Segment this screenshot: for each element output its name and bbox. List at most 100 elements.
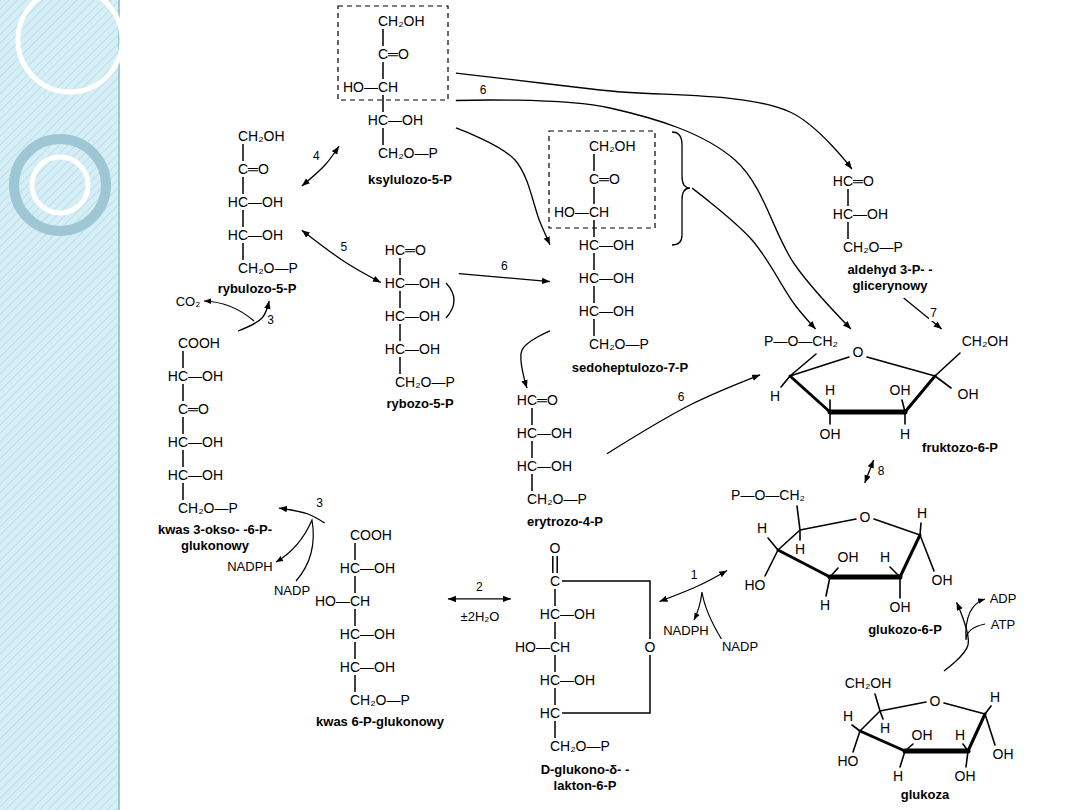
molecule: HC═OHC—OHCH₂O—Paldehyd 3-P- -glicerynowy xyxy=(829,169,944,298)
formula-text: H xyxy=(820,597,830,613)
bond xyxy=(554,654,556,674)
reaction-arrow xyxy=(692,188,815,329)
bond xyxy=(182,449,184,469)
bond xyxy=(399,323,401,343)
formula-text: CH₂O—P xyxy=(238,260,298,276)
molecule-name: ksylulozo-5-P xyxy=(368,172,452,188)
molecule: CH₂OHC═OHO—CHHC—OHCH₂O—Pksylulozo-5-P xyxy=(339,9,456,192)
dashed-frame xyxy=(338,6,448,100)
molecule: COOHHC—OHC═OHC—OHHC—OHCH₂O—Pkwas 3-okso-… xyxy=(151,331,279,558)
molecule: HC═OHC—OHHC—OHCH₂O—Perytrozo-4-P xyxy=(513,388,607,534)
formula-text: HC—OH xyxy=(340,560,395,576)
ring-ornament xyxy=(18,0,122,92)
molecule: COOHHC—OHHO—CHHC—OHHC—OHCH₂O—Pkwas 6-P-g… xyxy=(311,523,448,734)
step-number: 3 xyxy=(266,313,275,328)
bond xyxy=(182,350,184,370)
formula-text: COOH xyxy=(178,335,220,351)
formula-text: CH₂OH xyxy=(238,128,285,144)
formula-text: H xyxy=(757,520,767,536)
bond xyxy=(182,383,184,403)
side-band xyxy=(0,0,122,810)
formula-text: H xyxy=(917,505,927,521)
bond xyxy=(354,575,356,595)
formula-text: C═O xyxy=(378,46,409,62)
molecule: CH₂OHC═OHO—CHHC—OHHC—OHHC—OHCH₂O—Psedohe… xyxy=(550,134,692,380)
band-edge xyxy=(118,0,120,810)
formula-text: O xyxy=(930,693,941,709)
formula-text: HC—OH xyxy=(168,368,223,384)
bond xyxy=(593,285,595,305)
formula-text: HC xyxy=(540,705,560,721)
formula-text: OH xyxy=(820,426,841,442)
molecule: P—O—CH₂OHHHOHHOHHOHOHglukozo-6-P xyxy=(727,483,956,642)
cofactor-label: NADP xyxy=(273,583,311,598)
ring-bond xyxy=(860,714,985,751)
band-texture xyxy=(0,0,118,810)
substituent-bond xyxy=(852,694,995,767)
formula-text: HO—CH xyxy=(554,204,609,220)
bond xyxy=(182,416,184,436)
molecule-name: sedoheptulozo-7-P xyxy=(572,360,688,376)
cofactor-label: NADP xyxy=(721,639,759,654)
formula-text: C═O xyxy=(589,171,620,187)
formula-text: O xyxy=(860,509,871,525)
formula-text: H xyxy=(880,549,890,565)
formula-text: H xyxy=(843,708,853,724)
reaction-arrow xyxy=(448,598,511,599)
brace xyxy=(672,132,690,245)
ring-bond xyxy=(830,575,900,580)
formula-text: H xyxy=(893,768,903,784)
formula-text: H xyxy=(770,388,780,404)
step-number: 4 xyxy=(312,149,321,164)
formula-text: O xyxy=(550,540,561,556)
reaction-arrow xyxy=(456,100,851,329)
bond xyxy=(553,555,557,575)
reaction-arrow xyxy=(944,602,968,671)
formula-text: HC—OH xyxy=(517,458,572,474)
molecule: CH₂OHOHHHOHHOHHOHOHglukoza xyxy=(834,671,1018,807)
formula-text: HC—OH xyxy=(385,341,440,357)
formula-text: HC—OH xyxy=(228,227,283,243)
reaction-arrow xyxy=(238,301,269,331)
cofactor-arrow xyxy=(276,520,313,581)
cofactor-label: ATP xyxy=(990,617,1016,632)
reaction-arrow xyxy=(456,128,550,245)
molecule-name: kwas 6-P-glukonowy xyxy=(316,714,444,730)
formula-text: H xyxy=(900,426,910,442)
formula-text: HO—CH xyxy=(515,639,570,655)
formula-text: HC—OH xyxy=(385,275,440,291)
bond xyxy=(531,407,533,427)
band xyxy=(0,0,118,810)
formula-text: C xyxy=(550,573,560,589)
molecule-name: rybozo-5-P xyxy=(386,396,453,412)
dashed-frame xyxy=(549,131,655,228)
step-number: 6 xyxy=(479,83,488,98)
substituent-bond xyxy=(781,353,960,424)
substituent-bond xyxy=(765,506,934,598)
bond xyxy=(354,674,356,694)
formula-text: HC—OH xyxy=(385,308,440,324)
formula-text: COOH xyxy=(350,527,392,543)
step-number: 7 xyxy=(929,306,938,321)
molecule-name: fruktozo-6-P xyxy=(922,440,998,456)
bond xyxy=(382,61,384,81)
cofactor-arrow xyxy=(966,599,985,640)
formula-text: HC—OH xyxy=(168,467,223,483)
formula-text: HO xyxy=(745,577,766,593)
formula-text: CH₂O—P xyxy=(589,336,649,352)
bond xyxy=(554,621,556,641)
bond xyxy=(399,356,401,376)
molecule: CH₂OHC═OHC—OHHC—OHCH₂O—Prybulozo-5-P xyxy=(214,124,302,301)
bond xyxy=(531,473,533,493)
molecule-name: rybulozo-5-P xyxy=(218,281,297,297)
formula-text: HC—OH xyxy=(579,270,634,286)
formula-text: CH₂OH xyxy=(589,138,636,154)
reaction-arrow xyxy=(302,146,339,186)
formula-text: HC—OH xyxy=(540,606,595,622)
bond xyxy=(242,242,244,262)
formula-text: CH₂O—P xyxy=(527,491,587,507)
step-number: 3 xyxy=(315,496,324,511)
